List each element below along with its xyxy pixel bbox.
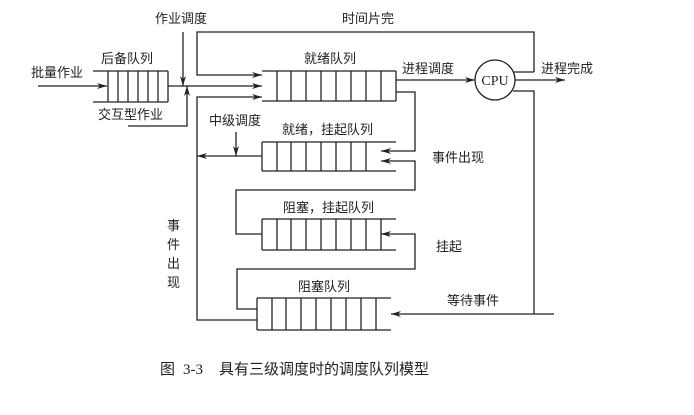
job-scheduling-label: 作业调度 (155, 12, 208, 27)
ready-queue-label: 就绪队列 (304, 52, 357, 67)
mid-scheduling-label: 中级调度 (209, 114, 262, 129)
wait-event-line (513, 90, 535, 314)
blocked-suspend-to-ready-suspend-loop (235, 158, 416, 235)
blocked-suspend-queue (261, 218, 396, 251)
time-slice-label: 时间片完 (342, 12, 395, 27)
process-scheduling-label: 进程调度 (402, 62, 455, 77)
event-occurs-right-label: 事件出现 (432, 151, 485, 166)
caption-title: 具有三级调度时的调度队列模型 (219, 360, 430, 378)
figure-caption: 图 3-3 具有三级调度时的调度队列模型 (160, 358, 429, 379)
event-occurs-left-label: 事件出现 (167, 219, 181, 291)
interactive-arrow (128, 86, 190, 127)
blocked-to-blocked-suspend-loop (236, 231, 416, 310)
ready-suspend-queue (261, 141, 396, 172)
backup-queue (93, 70, 169, 103)
backup-queue-label: 后备队列 (101, 52, 154, 67)
blocked-queue (256, 297, 391, 331)
suspend-label: 挂起 (436, 240, 463, 255)
process-done-label: 进程完成 (541, 62, 594, 77)
ready-to-ready-suspend-loop (381, 91, 416, 154)
caption-number: 3-3 (183, 362, 204, 378)
cpu-label: CPU (481, 74, 508, 89)
wait-event-label: 等待事件 (447, 294, 500, 309)
ready-suspend-queue-label: 就绪，挂起队列 (282, 123, 374, 138)
time-slice-loop (196, 31, 535, 78)
blocked-queue-label: 阻塞队列 (298, 280, 351, 295)
batch-jobs-label: 批量作业 (31, 66, 84, 81)
interactive-jobs-label: 交互型作业 (98, 108, 164, 123)
caption-prefix: 图 (160, 360, 176, 378)
blocked-suspend-queue-label: 阻塞，挂起队列 (283, 201, 375, 216)
event-occurs-left-loop (196, 94, 262, 321)
ready-queue (262, 70, 397, 102)
